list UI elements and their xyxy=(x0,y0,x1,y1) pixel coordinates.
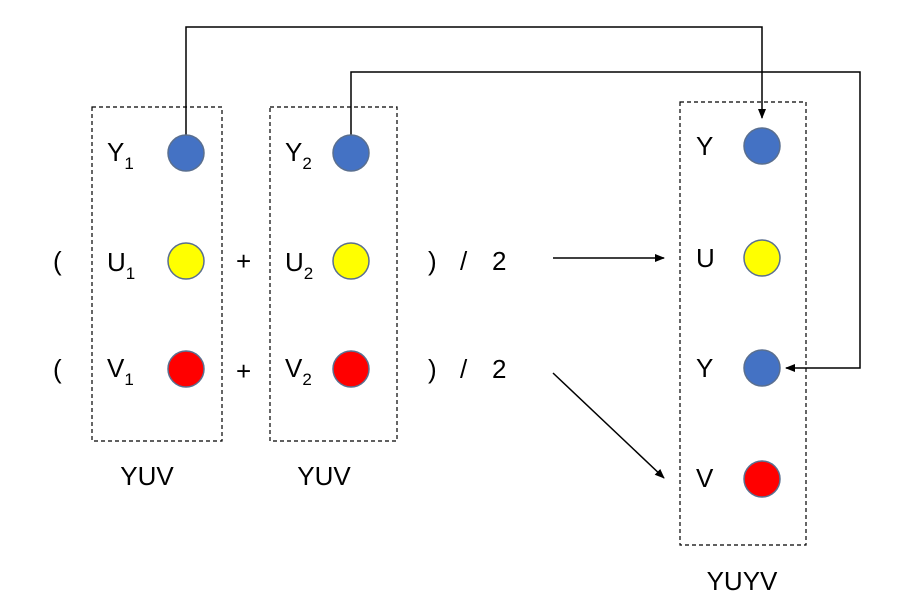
output-v-label: V xyxy=(696,463,714,493)
output-y0-dot xyxy=(743,127,781,165)
input-block-2-u-dot xyxy=(332,242,370,280)
output-u-label: U xyxy=(696,243,715,273)
input-block-1-y-label: Y1 xyxy=(107,137,134,173)
input-block-2-y-label: Y2 xyxy=(285,137,312,173)
output-y1-dot xyxy=(743,349,781,387)
u-open-paren: ( xyxy=(53,246,62,276)
u-slash: / xyxy=(460,246,468,276)
y2-to-output-y-arrow xyxy=(350,71,861,372)
output-block-frame xyxy=(679,101,807,546)
u-divisor: 2 xyxy=(492,246,506,276)
u-plus-sign: + xyxy=(236,246,251,276)
u-close-paren: ) xyxy=(428,246,437,276)
input-block-2-v-dot xyxy=(332,350,370,388)
input-block-1-u-dot xyxy=(167,242,205,280)
v-average-arrow xyxy=(552,372,665,479)
output-u-dot xyxy=(743,239,781,277)
input-block-2-y-dot xyxy=(332,134,370,172)
input-block-1-y-dot xyxy=(167,134,205,172)
input-block-1-caption: YUV xyxy=(120,461,174,491)
input-block-1-frame xyxy=(91,106,223,442)
y1-to-output-y-arrow xyxy=(185,26,766,138)
input-block-1-v-label: V1 xyxy=(107,353,134,389)
v-close-paren: ) xyxy=(428,354,437,384)
input-block-2-v-label: V2 xyxy=(285,353,312,389)
input-block-1-u-label: U1 xyxy=(107,247,135,283)
output-block-caption: YUYV xyxy=(707,566,778,596)
input-block-1-v-dot xyxy=(167,350,205,388)
v-slash: / xyxy=(460,354,468,384)
v-open-paren: ( xyxy=(53,354,62,384)
v-plus-sign: + xyxy=(236,356,251,386)
input-block-2-u-label: U2 xyxy=(285,247,313,283)
output-v-dot xyxy=(743,460,781,498)
output-y0-label: Y xyxy=(696,131,713,161)
input-block-2-frame xyxy=(269,106,398,442)
output-y1-label: Y xyxy=(696,353,713,383)
v-divisor: 2 xyxy=(492,354,506,384)
input-block-2-caption: YUV xyxy=(297,461,351,491)
